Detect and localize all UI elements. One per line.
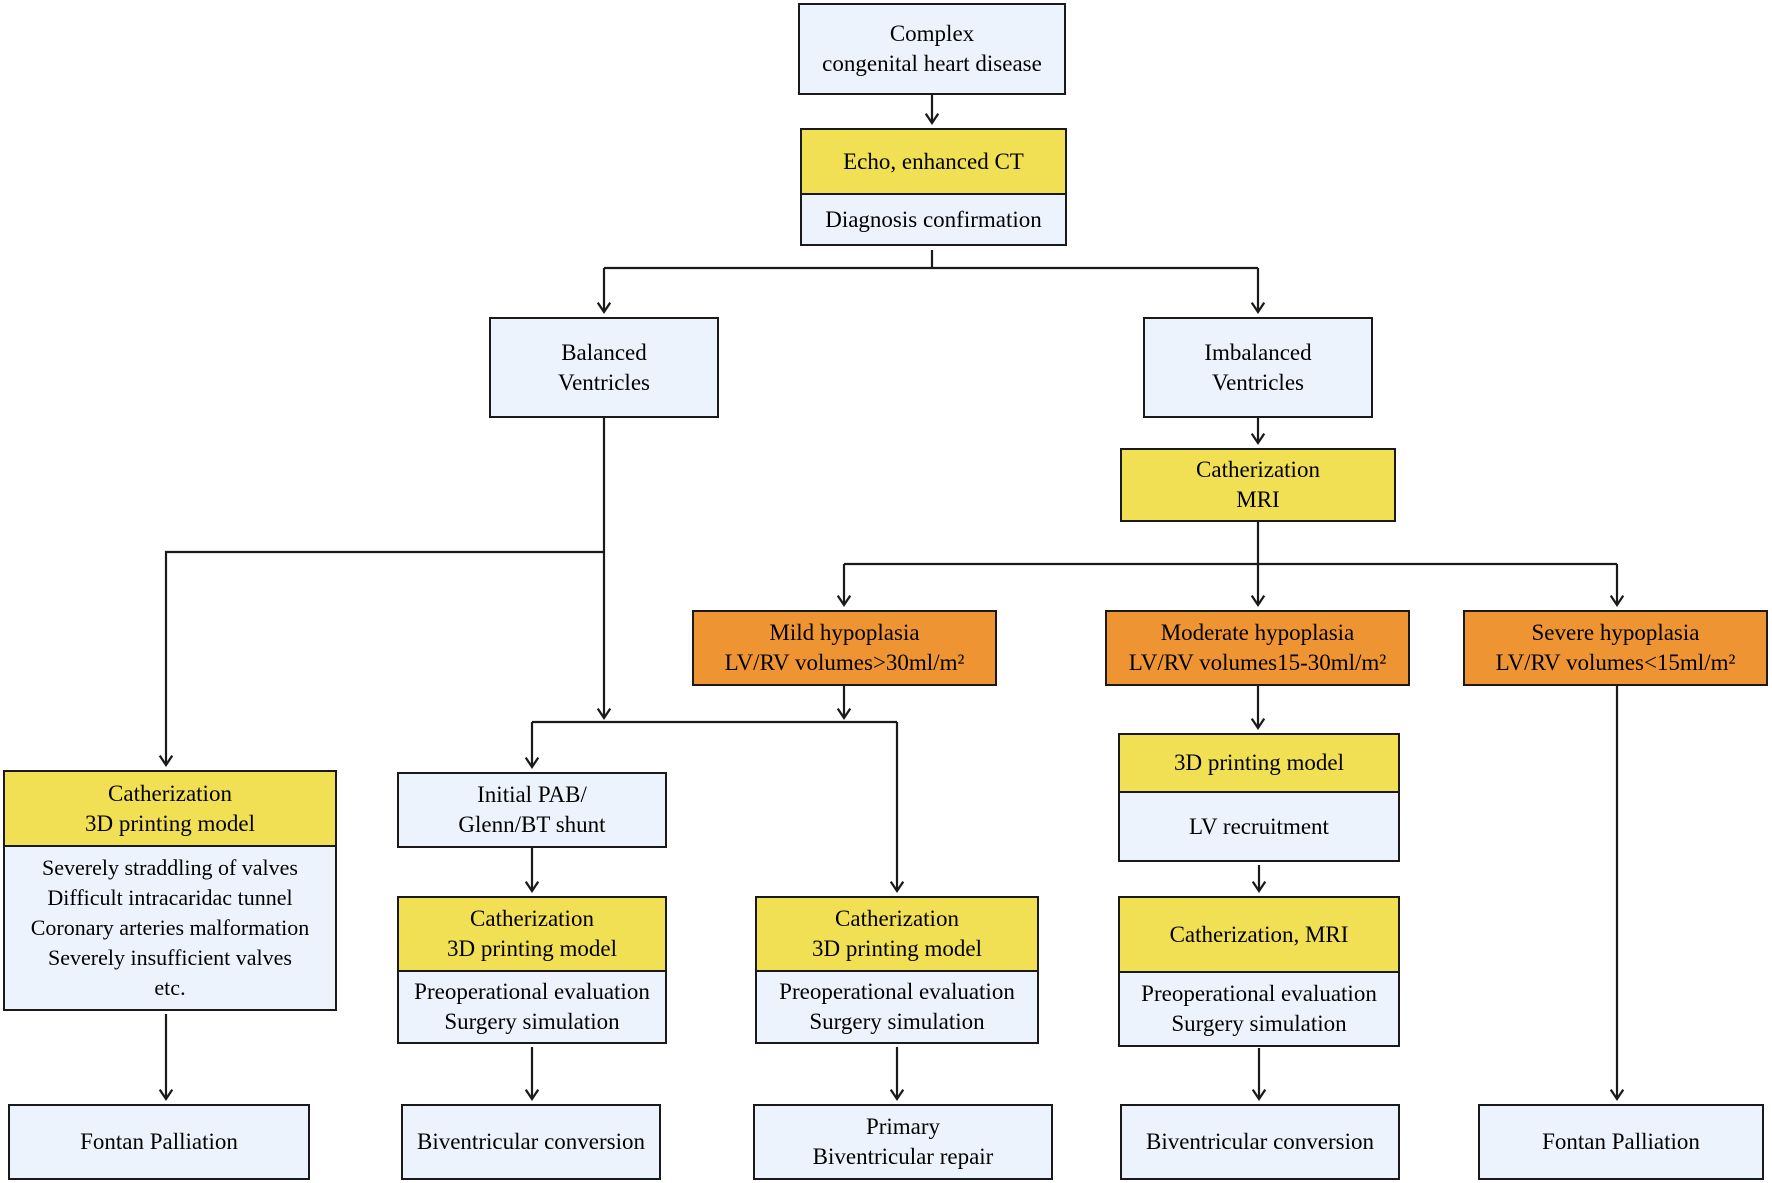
node-text-line: Catherization (835, 906, 959, 932)
node-lv-recruitment: LV recruitment (1120, 791, 1398, 860)
node-catherization-3d-left: Catherization 3D printing model (5, 772, 335, 845)
node-text-line: Fontan Palliation (80, 1129, 238, 1155)
node-fontan-palliation-right: Fontan Palliation (1478, 1104, 1764, 1180)
node-complex-chd: Complex congenital heart disease (798, 3, 1066, 95)
node-text-line: Ventricles (558, 369, 650, 395)
node-text-line: Echo, enhanced CT (843, 148, 1024, 174)
node-catherization-3d-col3: Catherization 3D printing model (757, 898, 1037, 970)
node-initial-pab-glenn-bt: Initial PAB/ Glenn/BT shunt (397, 772, 667, 848)
node-col4-catherization-stack: Catherization, MRI Preoperational evalua… (1118, 896, 1400, 1047)
node-text-line: Severe hypoplasia (1531, 620, 1700, 646)
node-text-line: LV/RV volumes<15ml/m² (1495, 650, 1736, 675)
node-text-line: Catherization (1196, 457, 1320, 483)
node-text-line: Severely insufficient valves (48, 944, 292, 970)
node-preop-evaluation-col3: Preoperational evaluation Surgery simula… (757, 970, 1037, 1042)
node-preop-evaluation-col4: Preoperational evaluation Surgery simula… (1120, 971, 1398, 1045)
node-text-line: Catherization (470, 906, 594, 932)
node-text-line: Difficult intracaridac tunnel (47, 885, 293, 911)
node-biventricular-conversion-col4: Biventricular conversion (1120, 1104, 1400, 1180)
node-balanced-ventricles: Balanced Ventricles (489, 317, 719, 418)
node-echo-ct: Echo, enhanced CT (802, 130, 1065, 193)
node-text-line: congenital heart disease (822, 51, 1042, 76)
node-text-line: Complex (889, 21, 975, 47)
node-text-line: Preoperational evaluation (779, 979, 1015, 1005)
node-imbalanced-ventricles: Imbalanced Ventricles (1143, 317, 1373, 418)
node-text-line: Diagnosis confirmation (825, 206, 1042, 232)
node-text-line: Ventricles (1212, 369, 1304, 395)
node-text-line: Catherization, MRI (1169, 921, 1349, 947)
node-text-line: Initial PAB/ (477, 782, 587, 808)
node-col2-catherization-stack: Catherization 3D printing model Preopera… (397, 896, 667, 1044)
node-text-line: LV/RV volumes>30ml/m² (724, 650, 965, 675)
node-text-line: Biventricular repair (812, 1144, 994, 1169)
node-primary-biventricular-repair: Primary Biventricular repair (753, 1104, 1053, 1180)
node-severe-hypoplasia: Severe hypoplasia LV/RV volumes<15ml/m² (1463, 610, 1768, 686)
node-text-line: etc. (154, 974, 186, 1000)
node-text-line: Coronary arteries malformation (30, 915, 310, 941)
node-text-line: MRI (1236, 487, 1280, 512)
node-text-line: Severely straddling of valves (42, 855, 298, 881)
node-text-line: 3D printing model (447, 936, 617, 961)
node-catherization-3d-col2: Catherization 3D printing model (399, 898, 665, 970)
node-text-line: 3D printing model (85, 810, 255, 836)
node-text-line: Balanced (561, 339, 647, 365)
node-text-line: 3D printing model (812, 936, 982, 961)
node-text-line: Primary (865, 1114, 941, 1140)
node-text-line: Moderate hypoplasia (1160, 620, 1355, 646)
node-left-indications: Severely straddling of valves Difficult … (5, 845, 335, 1009)
node-moderate-hypoplasia: Moderate hypoplasia LV/RV volumes15-30ml… (1105, 610, 1410, 686)
node-text-line: Surgery simulation (1171, 1011, 1347, 1036)
node-text-line: Fontan Palliation (1542, 1129, 1700, 1155)
node-biventricular-conversion-col2: Biventricular conversion (401, 1104, 661, 1180)
node-text-line: LV recruitment (1189, 813, 1329, 839)
node-catherization-mri-2: Catherization, MRI (1120, 898, 1398, 971)
node-catherization-mri: Catherization MRI (1120, 448, 1396, 522)
node-text-line: Biventricular conversion (1145, 1129, 1374, 1155)
node-text-line: Glenn/BT shunt (458, 812, 606, 837)
node-text-line: Mild hypoplasia (769, 620, 920, 646)
node-text-line: Imbalanced (1204, 339, 1312, 365)
node-diagnosis-confirmation: Diagnosis confirmation (802, 193, 1065, 244)
node-text-line: Biventricular conversion (416, 1129, 645, 1155)
node-echo-diagnosis-stack: Echo, enhanced CT Diagnosis confirmation (800, 128, 1067, 246)
node-text-line: Preoperational evaluation (1141, 981, 1377, 1007)
node-text-line: Surgery simulation (809, 1009, 985, 1034)
node-mild-hypoplasia: Mild hypoplasia LV/RV volumes>30ml/m² (692, 610, 997, 686)
node-left-catherization-stack: Catherization 3D printing model Severely… (3, 770, 337, 1011)
node-3d-printing-model: 3D printing model (1120, 735, 1398, 791)
node-text-line: Preoperational evaluation (414, 979, 650, 1005)
node-fontan-palliation-left: Fontan Palliation (8, 1104, 310, 1180)
node-text-line: LV/RV volumes15-30ml/m² (1128, 650, 1387, 675)
node-text-line: Surgery simulation (444, 1009, 620, 1034)
node-col3-catherization-stack: Catherization 3D printing model Preopera… (755, 896, 1039, 1044)
node-text-line: Catherization (108, 780, 232, 806)
node-printing-lv-stack: 3D printing model LV recruitment (1118, 733, 1400, 862)
node-preop-evaluation-col2: Preoperational evaluation Surgery simula… (399, 970, 665, 1042)
node-text-line: 3D printing model (1174, 750, 1344, 776)
